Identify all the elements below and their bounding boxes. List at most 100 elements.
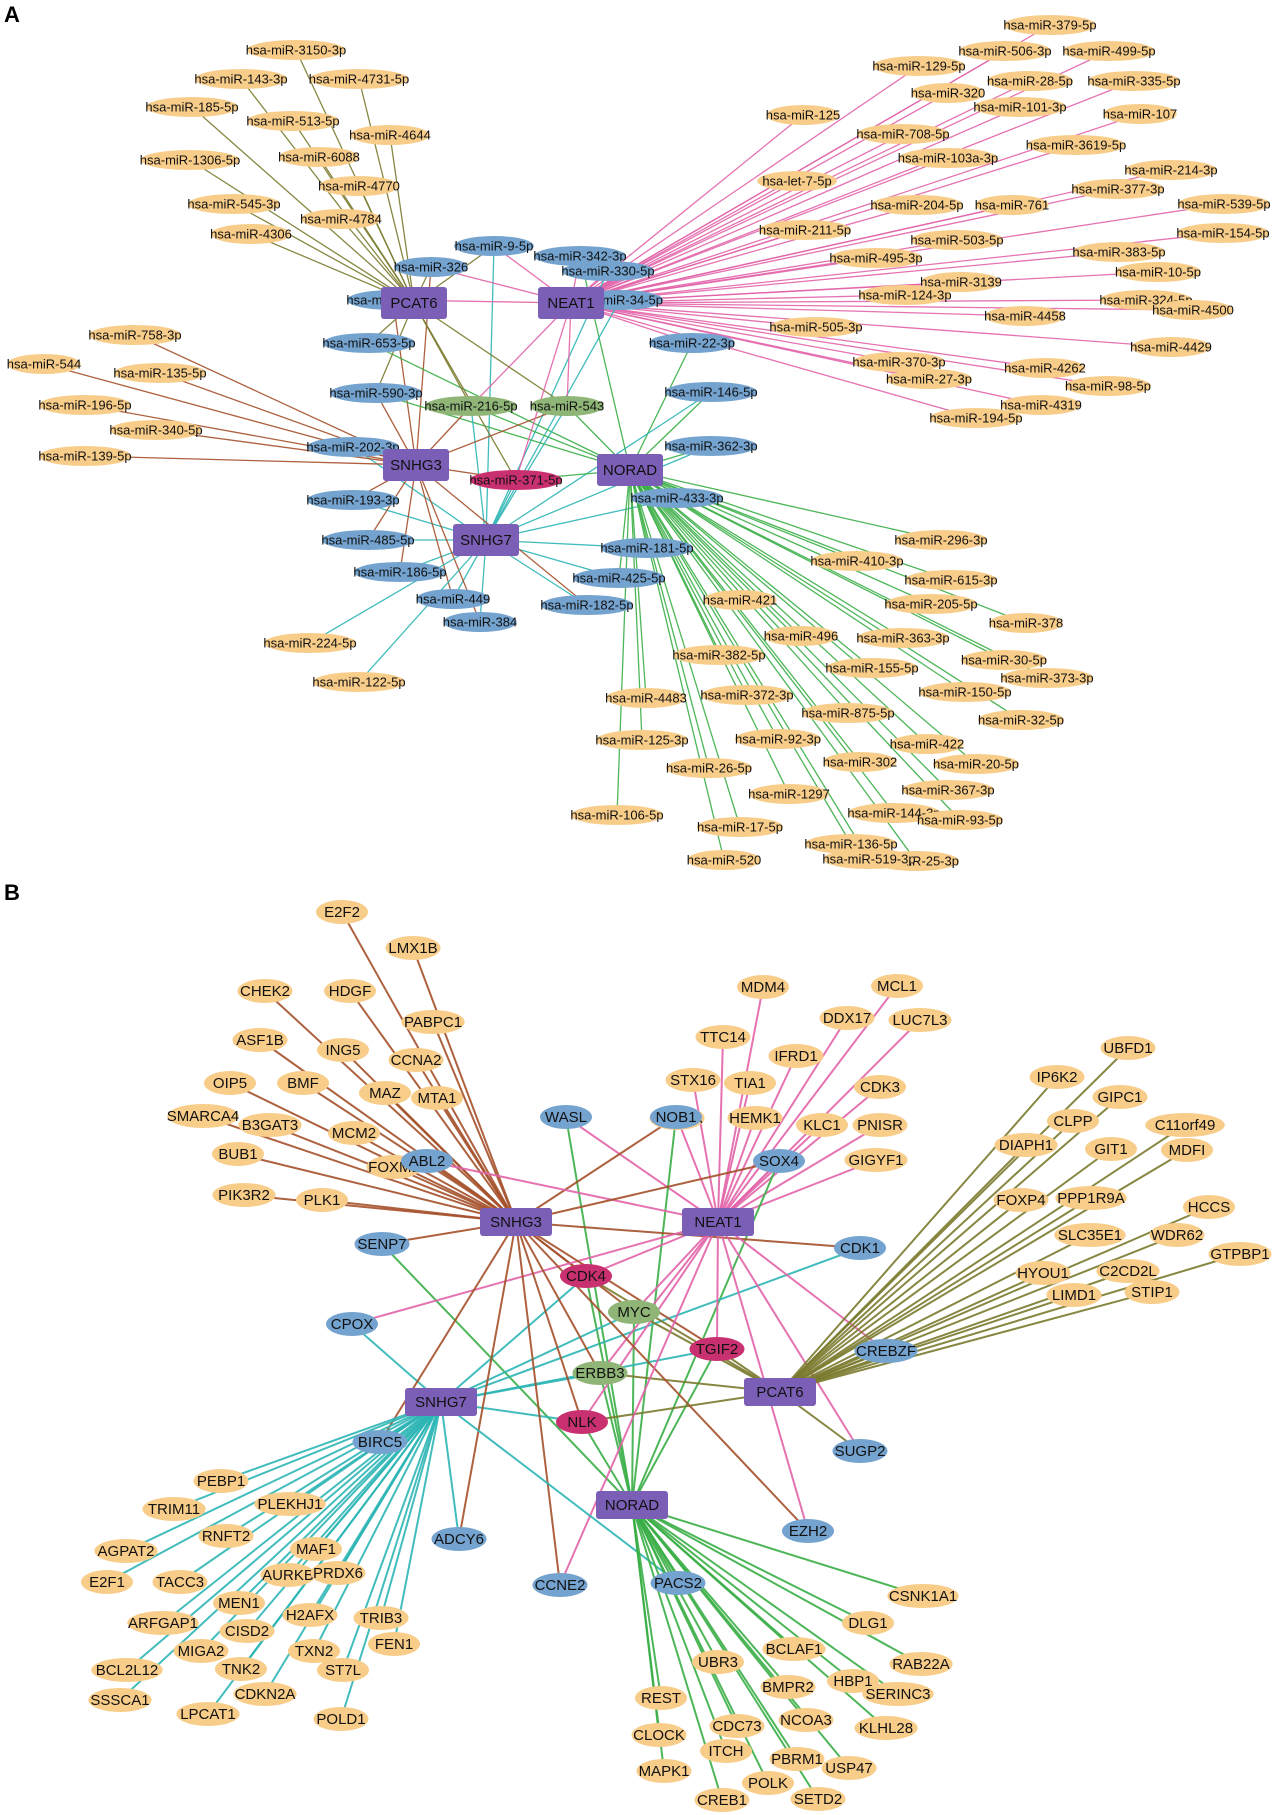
node-label-klc1: KLC1 (803, 1117, 841, 1134)
node-hsa-mir-421: hsa-miR-421 (703, 590, 777, 610)
node-label-gipc1: GIPC1 (1097, 1089, 1142, 1106)
node-shape-hsa-mir-373-3p (1000, 668, 1094, 688)
node-label-ccna2: CCNA2 (391, 1052, 442, 1069)
node-shape-hsa-mir-449 (416, 589, 490, 609)
node-label-c2cd2l: C2CD2L (1099, 1263, 1157, 1280)
edge-ccne2-neat1 (559, 1221, 719, 1586)
edge-hsa-mir-32-5p-norad (629, 469, 1022, 721)
node-label-hsa-mir-107: hsa-miR-107 (1103, 107, 1177, 122)
edge-birc5-snhg3 (379, 1221, 517, 1443)
node-label-hsa-mir-4731-5p: hsa-miR-4731-5p (309, 72, 409, 87)
node-label-hsa-mir-4483: hsa-miR-4483 (605, 691, 687, 706)
node-hsa-mir-22-3p: hsa-miR-22-3p (649, 333, 735, 353)
node-shape-pik3r2 (212, 1183, 276, 1207)
node-b3gat3: B3GAT3 (238, 1113, 302, 1137)
node-label-lpcat1: LPCAT1 (180, 1706, 236, 1723)
node-label-hsa-mir-224-5p: hsa-miR-224-5p (263, 636, 356, 651)
node-hsa-mir-93-5p: hsa-miR-93-5p (917, 810, 1003, 830)
node-shape-hsa-mir-4429 (1131, 337, 1211, 357)
node-shape-bub1 (212, 1142, 264, 1166)
node-label-hsa-mir-150-5p: hsa-miR-150-5p (918, 685, 1011, 700)
edge-hsa-mir-4429-neat1 (570, 302, 1172, 348)
node-shape-senp7 (354, 1232, 410, 1256)
node-shape-cdc73 (709, 1714, 765, 1738)
node-shape-hsa-mir-496 (764, 626, 838, 646)
node-shape-hsa-mir-875-5p (801, 703, 895, 723)
node-shape-arfgap1 (127, 1611, 199, 1635)
node-wasl: WASL (540, 1105, 592, 1129)
node-label-oip5: OIP5 (213, 1075, 247, 1092)
node-shape-pacs2 (650, 1571, 706, 1595)
node-label-bclaf1: BCLAF1 (766, 1641, 823, 1658)
node-label-pabpc1: PABPC1 (404, 1014, 462, 1031)
hub-shape-norad (596, 1491, 668, 1519)
node-shape-trib3 (353, 1606, 409, 1630)
node-label-hemk1: HEMK1 (729, 1110, 781, 1127)
edge-erbb3-neat1 (599, 1221, 719, 1374)
edge-hyou1-pcat6 (779, 1272, 1044, 1393)
node-label-hsa-mir-503-5p: hsa-miR-503-5p (910, 233, 1003, 248)
edge-myc-norad (631, 1311, 635, 1506)
node-hsa-mir-379-5p: hsa-miR-379-5p (1003, 15, 1097, 35)
node-shape-ubfd1 (1100, 1036, 1156, 1060)
node-shape-ncoa3 (778, 1708, 834, 1732)
node-shape-klc1 (796, 1113, 848, 1137)
node-shape-csnk1a1 (887, 1584, 959, 1608)
node-shape-hsa-mir-30-5p (961, 650, 1047, 670)
edge-myc-snhg7 (440, 1311, 635, 1403)
hub-label-snhg3: SNHG3 (390, 457, 442, 474)
node-shape-polk (742, 1771, 794, 1795)
edge-nlk-snhg3 (515, 1221, 583, 1423)
node-label-erbb3: ERBB3 (575, 1365, 624, 1382)
hub-label-snhg7: SNHG7 (460, 532, 512, 549)
edge-serinc3-norad (631, 1504, 899, 1695)
node-hsa-mir-545-3p: hsa-miR-545-3p (187, 194, 281, 214)
node-label-git1: GIT1 (1094, 1141, 1127, 1158)
node-shape-hsa-let-7-5p (757, 171, 837, 191)
node-shape-agpat2 (94, 1539, 158, 1563)
node-label-hsa-mir-335-5p: hsa-miR-335-5p (1087, 74, 1180, 89)
node-fen1: FEN1 (368, 1632, 420, 1656)
node-label-hsa-mir-4784: hsa-miR-4784 (300, 212, 382, 227)
node-ip6k2: IP6K2 (1029, 1065, 1085, 1089)
edge-c11orf49-pcat6 (779, 1124, 1186, 1393)
node-setd2: SETD2 (790, 1787, 846, 1811)
node-lmx1b: LMX1B (385, 936, 441, 960)
edge-trib3-snhg7 (380, 1401, 442, 1619)
node-shape-birc5 (352, 1430, 408, 1454)
node-shape-clpp (1047, 1109, 1099, 1133)
node-shape-cpox (326, 1312, 378, 1336)
node-label-hsa-mir-30-5p: hsa-miR-30-5p (961, 653, 1047, 668)
node-label-hsa-mir-421: hsa-miR-421 (703, 593, 777, 608)
node-shape-hsa-mir-362-3p (664, 436, 758, 456)
node-shape-hsa-mir-363-3p (856, 628, 950, 648)
node-shape-hsa-mir-3150-3p (246, 40, 346, 60)
node-hsa-mir-615-3p: hsa-miR-615-3p (904, 570, 998, 590)
node-shape-hsa-mir-144-3p (847, 803, 941, 823)
node-shape-hsa-mir-653-5p (322, 333, 416, 353)
node-shape-hsa-mir-372-3p (700, 685, 794, 705)
node-hsa-mir-302: hsa-miR-302 (823, 752, 897, 772)
edge-uvssa-neat1 (676, 1117, 719, 1223)
node-hsa-mir-340-5p: hsa-miR-340-5p (109, 420, 203, 440)
node-klhl28: KLHL28 (854, 1716, 918, 1740)
node-shape-hsa-mir-520 (687, 850, 761, 870)
node-label-plekhj1: PLEKHJ1 (257, 1496, 322, 1513)
node-pnisr: PNISR (852, 1113, 908, 1137)
node-label-stx16: STX16 (670, 1072, 716, 1089)
node-hsa-mir-136-5p: hsa-miR-136-5p (804, 834, 898, 854)
node-label-hsa-mir-125-3p: hsa-miR-125-3p (595, 733, 688, 748)
edge-csnk1a1-norad (631, 1504, 924, 1597)
node-hsa-mir-367-3p: hsa-miR-367-3p (901, 780, 995, 800)
node-hsa-mir-371-5p: hsa-miR-371-5p (469, 470, 563, 490)
node-mapk1: MAPK1 (636, 1759, 692, 1783)
node-shape-hsa-mir-503-5p (910, 230, 1004, 250)
node-mdfi: MDFI (1161, 1138, 1213, 1162)
node-label-hsa-mir-382-5p: hsa-miR-382-5p (672, 648, 765, 663)
node-men1: MEN1 (213, 1591, 265, 1615)
node-hsa-mir-4306: hsa-miR-4306 (210, 224, 292, 244)
node-hsa-mir-320: hsa-miR-320 (911, 83, 985, 103)
edge-hsa-mir-122-5p-snhg7 (358, 539, 487, 683)
node-myc: MYC (608, 1300, 660, 1324)
node-hsa-mir-4319: hsa-miR-4319 (1000, 395, 1082, 415)
